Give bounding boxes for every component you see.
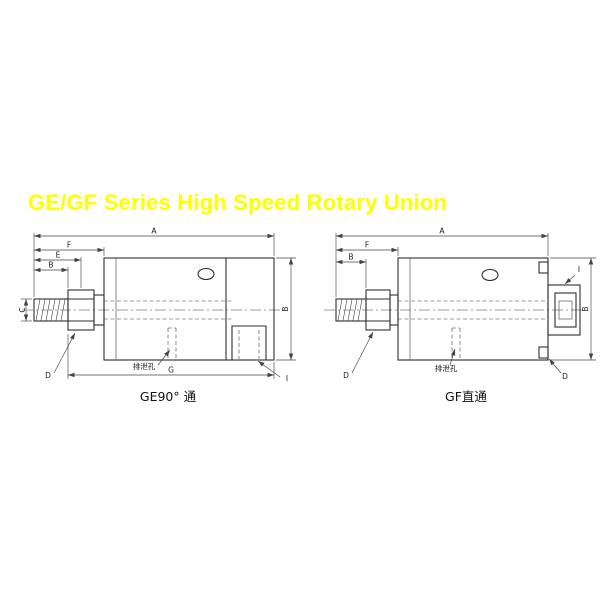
dim-label-b: B bbox=[48, 261, 53, 270]
part-label-d-right: D bbox=[562, 372, 568, 381]
page-title: GE/GF Series High Speed Rotary Union bbox=[28, 190, 448, 215]
part-label-d-left: D bbox=[343, 371, 349, 380]
gf-drawing: A F B B I D D 排泄孔 GF直通 bbox=[324, 227, 596, 404]
dimension-lines bbox=[335, 233, 596, 374]
dim-label-c: C bbox=[18, 307, 27, 312]
retainer-block-top bbox=[538, 261, 549, 274]
dim-label-g: G bbox=[168, 366, 174, 375]
thread-hatching bbox=[337, 299, 363, 321]
shaft-assembly bbox=[335, 289, 399, 331]
d-left-leader bbox=[351, 331, 374, 374]
dim-label-e: E bbox=[56, 251, 61, 260]
drain-hole-label: 排泄孔 bbox=[133, 361, 156, 371]
drain-leader bbox=[449, 348, 456, 366]
drain-leader bbox=[157, 349, 171, 366]
part-label-d: D bbox=[45, 371, 51, 380]
dim-label-a: A bbox=[151, 227, 157, 236]
i-leader bbox=[564, 274, 576, 285]
end-port bbox=[547, 284, 581, 336]
drain-hole-label: 排泄孔 bbox=[435, 363, 458, 373]
mounting-hole bbox=[481, 268, 499, 282]
dimension-lines bbox=[21, 233, 296, 379]
part-label-i: I bbox=[578, 265, 580, 274]
dim-label-f: F bbox=[365, 241, 369, 250]
part-label-i: I bbox=[286, 374, 288, 383]
dim-label-b: B bbox=[348, 253, 353, 262]
thread-hatching bbox=[35, 299, 66, 321]
retainer-block-bottom bbox=[538, 346, 549, 359]
bottom-port bbox=[231, 325, 267, 360]
dim-label-a: A bbox=[439, 227, 445, 236]
shaft-assembly bbox=[33, 289, 105, 331]
d-right-leader bbox=[548, 358, 562, 374]
hidden-lines bbox=[398, 300, 548, 359]
ge90-drawing: A F E B C B G 排泄孔 D I GE90° 通 bbox=[18, 227, 296, 404]
drawing-caption-ge90: GE90° 通 bbox=[140, 389, 197, 404]
i-leader bbox=[257, 360, 281, 378]
dim-label-b-vertical: B bbox=[281, 306, 290, 311]
drawing-caption-gf: GF直通 bbox=[445, 389, 487, 404]
d-leader bbox=[53, 332, 76, 374]
union-body bbox=[397, 257, 549, 361]
union-body bbox=[103, 257, 275, 361]
mounting-hole bbox=[197, 267, 215, 281]
hidden-lines bbox=[104, 300, 232, 359]
dim-label-f: F bbox=[67, 241, 71, 250]
dim-label-b-vertical: B bbox=[581, 306, 590, 311]
